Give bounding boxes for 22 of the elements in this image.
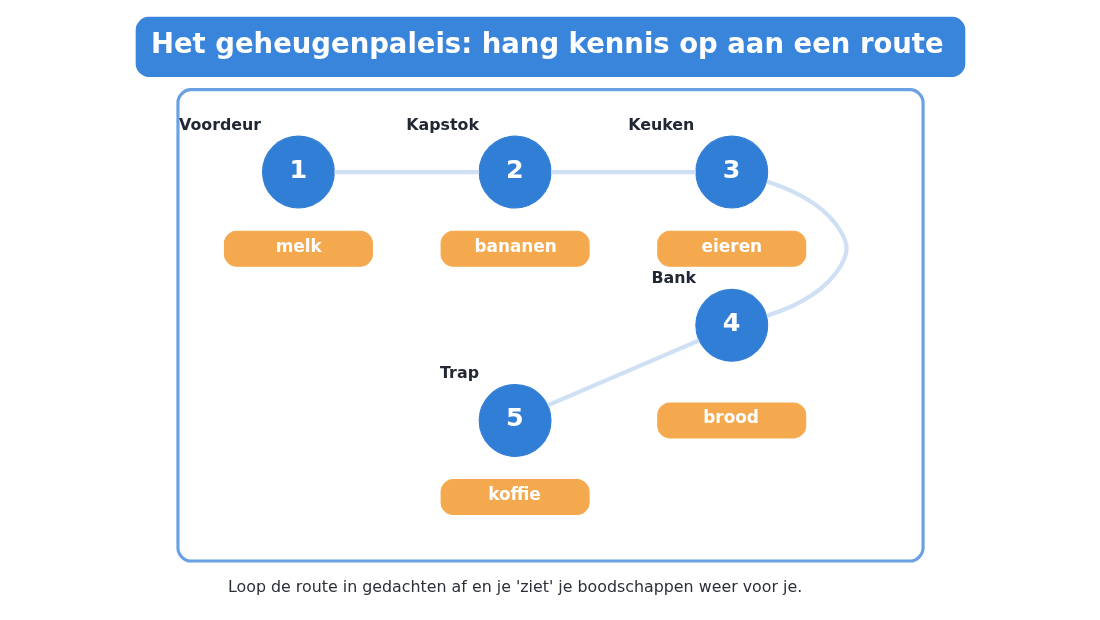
node-circle: 1 <box>261 135 335 209</box>
caption: Loop de route in gedachten af en je 'ziet' je boodschappen weer voor je. <box>227 577 802 597</box>
node-label: Kapstok <box>405 114 479 134</box>
diagram-title: Het geheugenpaleis: hang kennis op aan een route <box>150 27 944 59</box>
node-box: brood <box>656 402 806 439</box>
connector <box>333 169 479 175</box>
node-circle: 4 <box>694 288 768 362</box>
node-circle: 2 <box>478 135 552 209</box>
node-circle: 3 <box>694 135 768 209</box>
node-box: eieren <box>656 230 806 267</box>
connector <box>765 179 849 318</box>
node-label: Bank <box>650 268 696 288</box>
node-label: Trap <box>439 363 479 383</box>
connector <box>546 338 700 408</box>
node-circle: 5 <box>478 384 552 457</box>
node-box: bananen <box>440 230 590 267</box>
node-box: koffie <box>440 479 590 516</box>
node-label: Keuken <box>627 114 694 134</box>
node-label: Voordeur <box>178 114 261 134</box>
cluster <box>175 88 925 563</box>
node-box: melk <box>223 230 373 267</box>
connector <box>550 169 696 175</box>
